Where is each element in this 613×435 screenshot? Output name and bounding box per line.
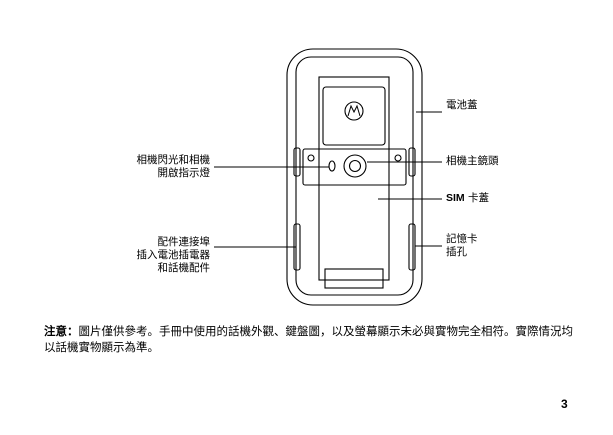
screw-left-icon <box>307 154 315 162</box>
label-sim-prefix: SIM <box>446 192 465 204</box>
battery-cover-panel <box>318 76 390 281</box>
label-memory-card: 記憶卡 插孔 <box>446 233 478 259</box>
label-sim-cover: SIM 卡蓋 <box>446 192 489 205</box>
left-side-key <box>293 147 301 177</box>
label-accessory-port: 配件連接埠 插入電池插電器 和話機配件 <box>100 236 211 275</box>
label-battery-cover: 電池蓋 <box>446 99 478 111</box>
motorola-logo-icon <box>344 101 364 121</box>
phone-outer-housing <box>286 48 423 306</box>
note-text: 圖片僅供參考。手冊中使用的話機外觀、鍵盤圖，以及螢幕顯示未必與實物完全相符。實際… <box>44 324 573 354</box>
label-camera-flash-line1: 相機閃光和相機 <box>136 154 211 166</box>
screw-right-icon <box>394 154 402 162</box>
note-label: 注意： <box>44 324 79 338</box>
label-sim-suffix: 卡蓋 <box>464 192 490 204</box>
note-paragraph: 注意：圖片僅供參考。手冊中使用的話機外觀、鍵盤圖，以及螢幕顯示未必與實物完全相符… <box>44 323 584 355</box>
label-memory-card-line1: 記憶卡 <box>446 233 478 245</box>
label-accessory-port-line3: 和話機配件 <box>157 262 211 274</box>
page-number: 3 <box>561 397 568 411</box>
label-memory-card-line2: 插孔 <box>446 246 467 258</box>
memory-card-slot <box>408 223 416 271</box>
lower-plate <box>324 268 384 289</box>
camera-lens-icon <box>343 154 367 178</box>
label-accessory-port-line2: 插入電池插電器 <box>136 249 211 261</box>
label-camera-flash-line2: 開啟指示燈 <box>157 167 211 179</box>
label-camera-lens: 相機主鏡頭 <box>446 155 499 167</box>
top-window <box>322 86 386 146</box>
phone-inner-frame <box>295 56 414 296</box>
label-accessory-port-line1: 配件連接埠 <box>157 236 211 248</box>
label-camera-flash: 相機閃光和相機 開啟指示燈 <box>100 154 211 180</box>
camera-flash-icon <box>328 160 336 172</box>
